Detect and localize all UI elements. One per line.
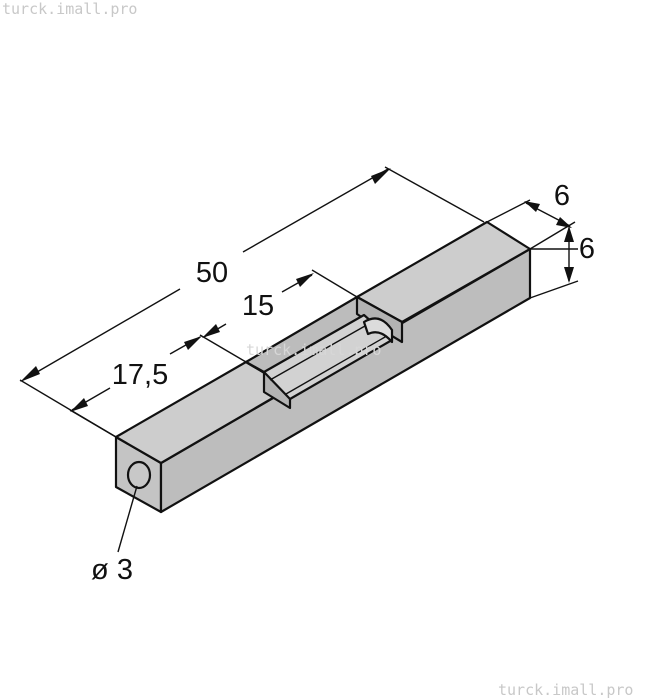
slot-groove-line	[269, 321, 373, 381]
dimension-label-17-5: 17,5	[112, 359, 168, 391]
dimension-width: 6	[486, 180, 576, 250]
actuator-body	[114, 220, 532, 514]
bore-hole	[126, 460, 152, 490]
dimension-label-50: 50	[196, 257, 228, 289]
dimension-label-15: 15	[242, 290, 274, 322]
watermark-bottom-right: turck.imall.pro	[498, 681, 633, 699]
dimension-slot-length: 15	[199, 269, 358, 363]
dimension-height: 6	[529, 226, 595, 299]
dimension-label-height-6: 6	[579, 233, 595, 265]
watermark-top-left: turck.imall.pro	[2, 0, 137, 18]
dimension-label-width-6: 6	[554, 180, 570, 212]
slot-groove-line-2	[285, 332, 393, 395]
dimension-label-bore: ø 3	[91, 554, 133, 586]
slot-groove-end	[362, 317, 394, 344]
dimension-offset-length: 17,5	[69, 336, 202, 438]
dimension-bore-diameter: ø 3	[91, 485, 138, 586]
watermark-center: turck.imall.pro	[246, 341, 381, 359]
